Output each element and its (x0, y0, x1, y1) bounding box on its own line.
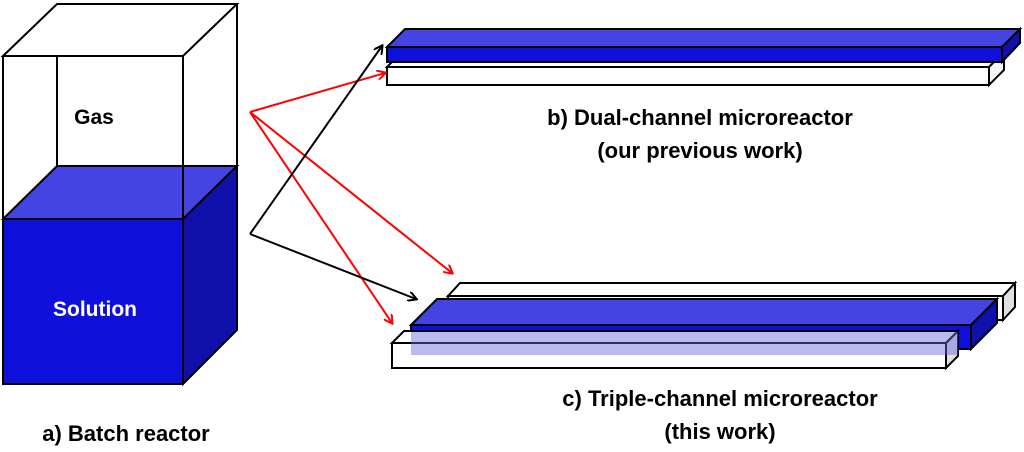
gas-box-top-face (0, 3, 240, 57)
dual-liquid-channel-front (386, 46, 1003, 63)
batch-reactor-caption: a) Batch reactor (42, 421, 210, 446)
triple-channel-microreactor: c) Triple-channel microreactor (this wor… (389, 280, 1018, 444)
arrow-gas-to-triple-back (249, 111, 452, 273)
dual-channel-microreactor: b) Dual-channel microreactor (our previo… (384, 26, 1023, 163)
dual-channel-caption-line2: (our previous work) (597, 138, 802, 163)
batch-reactor: Gas Solution a) Batch reactor (0, 3, 240, 446)
arrow-solution-to-dual-liquid (249, 46, 382, 235)
dual-liquid-channel-top (384, 28, 1023, 48)
triple-channel-caption-line2: (this work) (664, 419, 775, 444)
dual-gas-channel-front (386, 66, 990, 86)
solution-front-face (2, 218, 184, 385)
arrow-gas-to-dual-gas (249, 73, 385, 113)
solution-label: Solution (53, 298, 137, 321)
gas-label: Gas (74, 106, 114, 129)
triple-liquid-channel-top (408, 298, 1000, 326)
flow-arrows (249, 46, 452, 323)
triple-front-gas-channel-front (391, 342, 947, 369)
triple-channel-caption-line1: c) Triple-channel microreactor (562, 386, 878, 411)
dual-channel-caption-line1: b) Dual-channel microreactor (547, 105, 853, 130)
arrow-solution-to-triple-liquid (249, 233, 416, 299)
triple-liquid-overlap (411, 332, 958, 355)
arrow-gas-to-triple-front (249, 111, 392, 323)
triple-back-gas-channel-top (445, 282, 1018, 297)
